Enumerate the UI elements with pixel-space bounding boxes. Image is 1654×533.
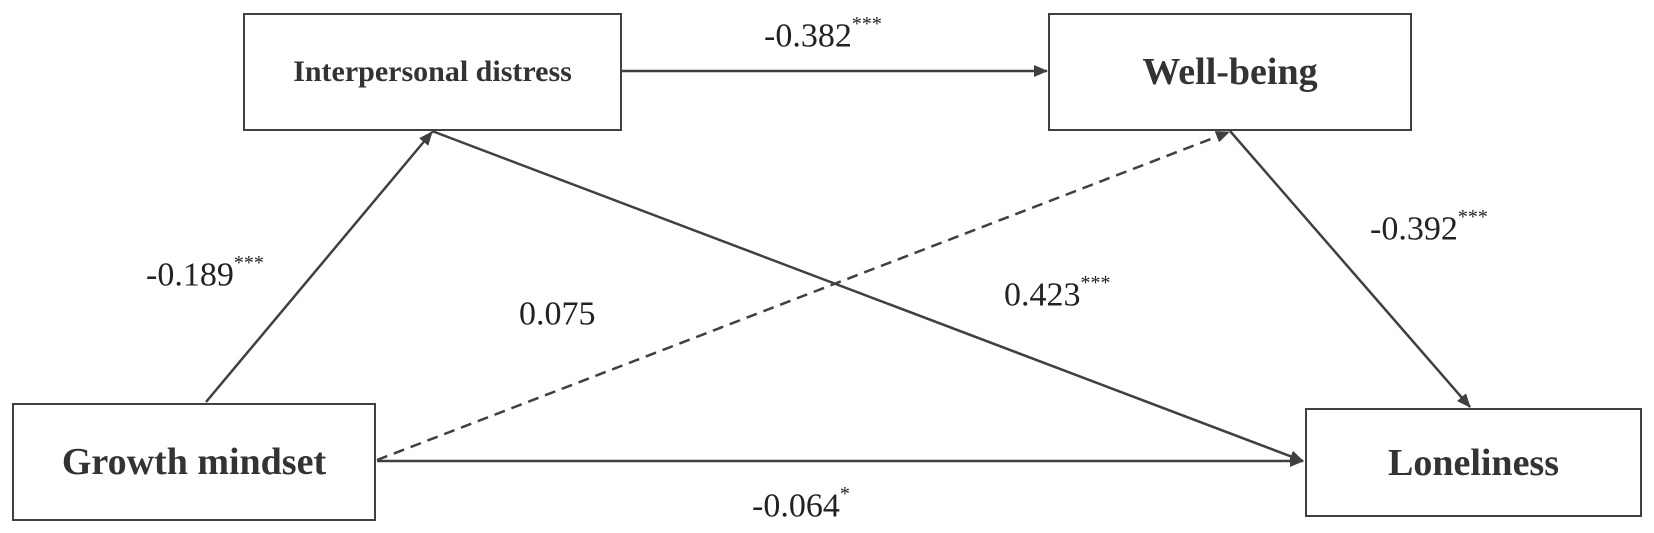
node-label: Loneliness — [1387, 441, 1560, 484]
node-growth-mindset: Growth mindset — [12, 403, 376, 521]
coefficient-value: -0.382 — [764, 17, 852, 55]
coefficient-value: 0.423 — [1004, 276, 1081, 314]
node-label: Interpersonal distress — [293, 55, 572, 88]
coefficient-value: -0.064 — [752, 487, 840, 525]
coefficient-value: -0.392 — [1370, 210, 1458, 248]
arrow-wellbeing-to-loneliness — [1229, 130, 1471, 408]
arrow-growth-to-interpersonal — [205, 131, 433, 403]
coefficient-value: -0.189 — [146, 256, 234, 294]
node-interpersonal-distress: Interpersonal distress — [243, 13, 622, 131]
significance-marker: * — [839, 483, 850, 505]
node-loneliness: Loneliness — [1305, 408, 1642, 517]
significance-marker: *** — [1080, 272, 1111, 294]
coefficient-growth-to-loneliness: -0.064* — [752, 483, 850, 525]
coefficient-interpersonal-to-wellbeing: -0.382*** — [764, 13, 882, 55]
arrow-growth-to-wellbeing — [376, 130, 1230, 462]
coefficient-interpersonal-to-loneliness: 0.423*** — [1004, 272, 1111, 314]
node-label: Well-being — [1142, 51, 1318, 93]
coefficient-growth-to-interpersonal: -0.189*** — [146, 252, 264, 294]
node-label: Growth mindset — [61, 441, 327, 483]
coefficient-value: 0.075 — [519, 295, 596, 333]
arrow-interpersonal-to-loneliness — [431, 129, 1304, 463]
node-well-being: Well-being — [1048, 13, 1412, 131]
significance-marker: *** — [851, 13, 882, 35]
significance-marker: *** — [1457, 206, 1488, 228]
coefficient-wellbeing-to-loneliness: -0.392*** — [1370, 206, 1488, 248]
coefficient-growth-to-wellbeing: 0.075 — [519, 295, 596, 333]
significance-marker: *** — [233, 252, 264, 274]
